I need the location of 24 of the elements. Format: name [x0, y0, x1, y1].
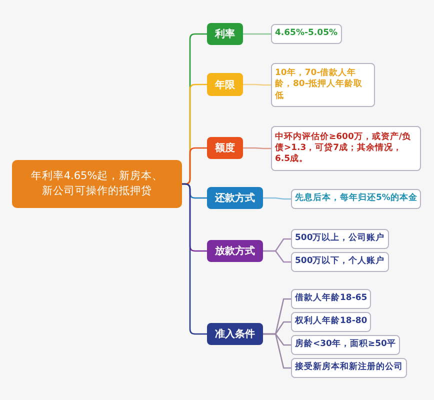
- detail-box: 接受新房本和新注册的公司: [291, 358, 407, 378]
- connector-line: [263, 250, 291, 263]
- root-topic-box: 年利率4.65%起，新房本、新公司可操作的抵押贷: [12, 160, 182, 208]
- detail-box: 权利人年龄18-80: [291, 312, 372, 332]
- connector-line: [263, 333, 291, 369]
- topic-box: 放款方式: [207, 240, 263, 262]
- detail-box: 借款人年龄18-65: [291, 289, 372, 309]
- detail-box: 房龄<30年，面积≥50平: [291, 335, 400, 355]
- topic-box: 准入条件: [207, 323, 263, 345]
- connector-line: [243, 84, 271, 86]
- topic-box: 利率: [207, 23, 243, 45]
- connector-line: [243, 147, 271, 150]
- topic-box: 年限: [207, 73, 243, 96]
- topic-box: 额度: [207, 137, 243, 159]
- detail-box: 500万以上，公司账户: [291, 229, 389, 249]
- detail-box: 先息后本，每年归还5%的本金: [291, 189, 422, 209]
- connector-line: [263, 197, 291, 200]
- detail-box: 10年，70-借款人年龄，80-抵押人年龄取低: [271, 63, 375, 107]
- detail-box: 中环内评估价≥600万，或资产/负债>1.3，可贷7成；其余情况，6.5成。: [271, 126, 421, 171]
- connector-line: [182, 183, 207, 335]
- topic-box: 还款方式: [207, 187, 263, 209]
- detail-box: 500万以下，个人账户: [291, 252, 389, 272]
- connector-line: [243, 33, 271, 35]
- detail-box: 4.65%-5.05%: [271, 24, 342, 44]
